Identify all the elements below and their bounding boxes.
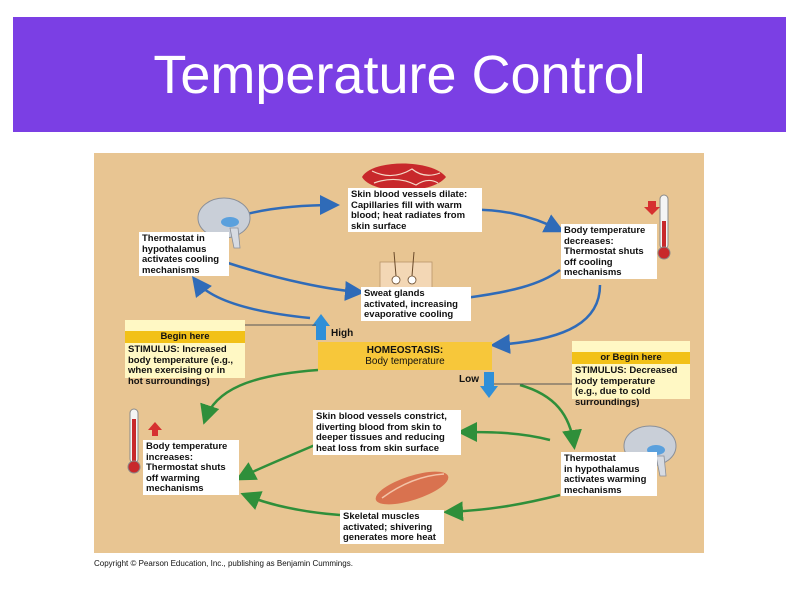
up-arrow-icon (148, 422, 162, 436)
slide-title: Temperature Control (153, 44, 646, 105)
arrow-left-down (200, 368, 319, 425)
arrow-bottom-left (240, 491, 341, 517)
low-arrow (480, 372, 498, 398)
homeostasis-subtitle: Body temperature (365, 356, 445, 367)
stimulus-decrease-text: STIMULUS: Decreased body temperature (e.… (575, 365, 678, 408)
sweat-gland-icon (379, 251, 433, 291)
arrow-inner-green-1 (457, 422, 551, 443)
homeostasis-box: HOMEOSTASIS: Body temperature (318, 342, 492, 370)
low-label: Low (459, 374, 479, 385)
skin-vessels-dilate-box: Skin blood vessels dilate: Capillaries f… (348, 188, 482, 232)
skeletal-muscles-box: Skeletal muscles activated; shivering ge… (340, 510, 444, 544)
arrow-up-left (191, 276, 311, 320)
arrow-right-down-green (519, 383, 582, 450)
begin-here-left: Begin here (125, 330, 245, 343)
temp-decreases-box: Body temperature decreases: Thermostat s… (561, 224, 657, 279)
temp-increases-box: Body temperature increases: Thermostat s… (143, 440, 239, 495)
arrow-inner-green-2 (235, 443, 316, 481)
down-arrow-icon (644, 201, 660, 215)
arrow-right-down (490, 284, 602, 354)
brain-icon-top (197, 197, 251, 249)
muscle-icon (375, 471, 449, 505)
high-label: High (331, 328, 354, 339)
arrow-bottom-right (443, 493, 561, 522)
skin-vessels-constrict-box: Skin blood vessels constrict, diverting … (313, 410, 461, 455)
begin-here-right: or Begin here (572, 351, 690, 364)
copyright-text: Copyright © Pearson Education, Inc., pub… (94, 559, 353, 568)
sweat-glands-box: Sweat glands activated, increasing evapo… (361, 287, 471, 321)
title-bar: Temperature Control (13, 17, 786, 132)
thermometer-hot-icon-top (657, 194, 671, 260)
thermostat-cooling-box: Thermostat in hypothalamus activates coo… (139, 232, 229, 276)
high-arrow (312, 314, 330, 340)
homeostasis-title: HOMEOSTASIS: (366, 345, 444, 356)
arrow-inner-right (464, 268, 561, 300)
thermometer-cold-icon-bottom (127, 408, 141, 474)
thermostat-warming-box: Thermostat in hypothalamus activates war… (561, 452, 657, 496)
stimulus-increase-text: STIMULUS: Increased body temperature (e.… (128, 344, 234, 387)
blood-vessels-icon (362, 163, 446, 191)
arrow-inner-left (224, 260, 365, 301)
